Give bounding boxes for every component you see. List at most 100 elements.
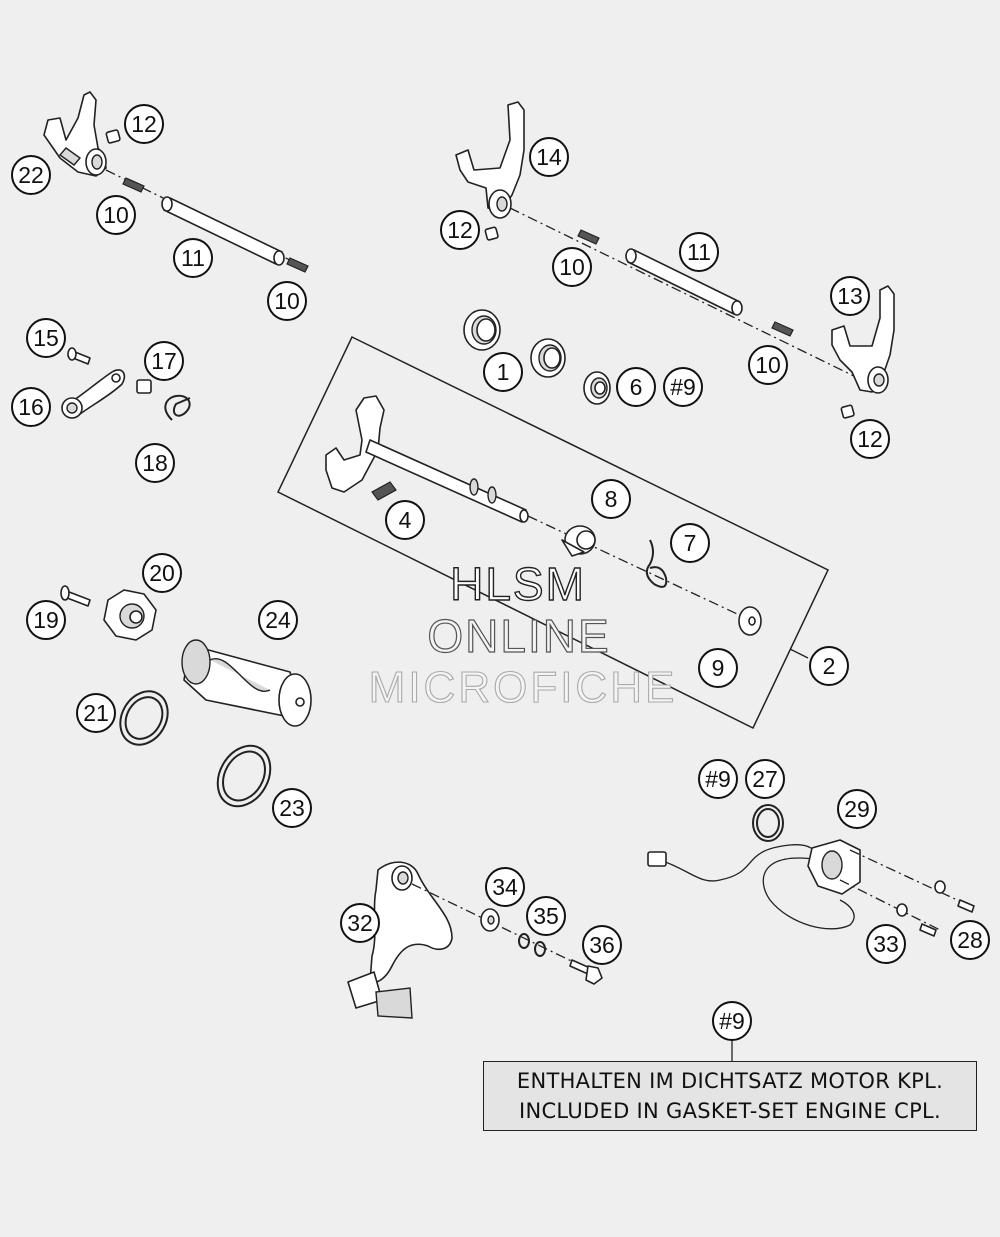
callout-8[interactable]: 8 xyxy=(591,479,631,519)
svg-text:12: 12 xyxy=(857,426,883,452)
svg-text:10: 10 xyxy=(559,254,585,280)
washer-9 xyxy=(738,606,762,636)
svg-text:14: 14 xyxy=(536,144,562,170)
svg-text:24: 24 xyxy=(265,607,291,633)
callout-35[interactable]: 35 xyxy=(526,896,566,936)
callout-32[interactable]: 32 xyxy=(340,903,380,943)
svg-text:12: 12 xyxy=(447,217,473,243)
callout-22[interactable]: 22 xyxy=(11,155,51,195)
callout-2[interactable]: 2 xyxy=(809,646,849,686)
callout-15[interactable]: 15 xyxy=(26,318,66,358)
svg-text:36: 36 xyxy=(589,932,615,958)
bolt-19 xyxy=(60,585,91,607)
svg-text:4: 4 xyxy=(399,507,412,533)
callout-9c[interactable]: #9 xyxy=(712,1001,752,1041)
watermark-line-2: ONLINE xyxy=(427,610,610,662)
washer-33b xyxy=(896,903,908,917)
svg-text:13: 13 xyxy=(837,283,863,309)
shift-shaft-2 xyxy=(325,395,529,523)
gear-position-sensor-29 xyxy=(647,839,861,930)
svg-text:8: 8 xyxy=(605,486,618,512)
gasket-set-note: ENTHALTEN IM DICHTSATZ MOTOR KPL. INCLUD… xyxy=(483,1061,977,1131)
svg-text:6: 6 xyxy=(630,374,643,400)
callout-9b[interactable]: #9 xyxy=(698,759,738,799)
callout-19[interactable]: 19 xyxy=(26,600,66,640)
spring-10a xyxy=(122,177,145,193)
o-ring-27 xyxy=(752,804,784,842)
spring-10c xyxy=(577,229,600,245)
svg-text:18: 18 xyxy=(142,450,168,476)
callout-6[interactable]: 6 xyxy=(616,367,656,407)
svg-text:22: 22 xyxy=(18,162,44,188)
callout-34[interactable]: 34 xyxy=(485,867,525,907)
callout-14[interactable]: 14 xyxy=(529,137,569,177)
callout-21[interactable]: 21 xyxy=(76,693,116,733)
callout-9[interactable]: 9 xyxy=(698,648,738,688)
callout-36[interactable]: 36 xyxy=(582,925,622,965)
callout-10d[interactable]: 10 xyxy=(748,345,788,385)
callout-11a[interactable]: 11 xyxy=(173,238,213,278)
washer-33a xyxy=(934,880,946,894)
svg-text:28: 28 xyxy=(957,927,983,953)
svg-text:35: 35 xyxy=(533,903,559,929)
callout-7[interactable]: 7 xyxy=(670,523,710,563)
svg-text:11: 11 xyxy=(181,245,205,271)
svg-text:7: 7 xyxy=(684,530,697,556)
callout-20[interactable]: 20 xyxy=(142,553,182,593)
svg-text:#9: #9 xyxy=(705,766,731,792)
svg-text:16: 16 xyxy=(18,394,44,420)
callout-11b[interactable]: 11 xyxy=(679,232,719,272)
callout-10c[interactable]: 10 xyxy=(552,247,592,287)
callout-10b[interactable]: 10 xyxy=(267,281,307,321)
svg-text:#9: #9 xyxy=(719,1008,745,1034)
callout-27[interactable]: 27 xyxy=(745,759,785,799)
svg-text:34: 34 xyxy=(492,874,518,900)
svg-text:9: 9 xyxy=(712,655,725,681)
callout-4[interactable]: 4 xyxy=(385,500,425,540)
washer-34 xyxy=(480,908,500,932)
screw-28a xyxy=(957,899,975,913)
callout-33[interactable]: 33 xyxy=(866,924,906,964)
callout-17[interactable]: 17 xyxy=(144,341,184,381)
callout-13[interactable]: 13 xyxy=(830,276,870,316)
callout-18[interactable]: 18 xyxy=(135,443,175,483)
svg-text:10: 10 xyxy=(274,288,300,314)
svg-text:17: 17 xyxy=(151,348,177,374)
shaft-seal-6 xyxy=(583,371,611,405)
shift-fork-14 xyxy=(455,101,525,219)
callout-16[interactable]: 16 xyxy=(11,387,51,427)
locking-lever-16 xyxy=(61,369,126,419)
callout-1[interactable]: 1 xyxy=(483,352,523,392)
bolt-36 xyxy=(569,959,603,985)
callout-12a[interactable]: 12 xyxy=(124,104,164,144)
pin-12a xyxy=(105,129,121,144)
svg-text:23: 23 xyxy=(279,795,305,821)
washer-35a xyxy=(518,933,530,949)
shift-fork-13 xyxy=(831,285,895,394)
bushing-17 xyxy=(136,379,152,394)
shift-lever-32 xyxy=(347,861,453,1019)
pin-12b xyxy=(484,226,499,241)
shift-drum-locating-20 xyxy=(103,589,157,641)
callout-29[interactable]: 29 xyxy=(837,789,877,829)
torsion-spring-7 xyxy=(645,539,668,588)
stop-washer-8 xyxy=(561,525,596,557)
callout-10a[interactable]: 10 xyxy=(96,195,136,235)
svg-text:#9: #9 xyxy=(670,374,696,400)
svg-text:10: 10 xyxy=(755,352,781,378)
screw-28b xyxy=(919,923,937,937)
callout-23[interactable]: 23 xyxy=(272,788,312,828)
note-line-english: INCLUDED IN GASKET-SET ENGINE CPL. xyxy=(518,1099,942,1123)
spring-10b xyxy=(286,257,309,273)
return-spring-4 xyxy=(371,481,397,501)
callout-24[interactable]: 24 xyxy=(258,600,298,640)
callout-28[interactable]: 28 xyxy=(950,920,990,960)
svg-text:15: 15 xyxy=(33,325,59,351)
callout-9a[interactable]: #9 xyxy=(663,367,703,407)
callout-12b[interactable]: 12 xyxy=(440,210,480,250)
svg-text:33: 33 xyxy=(873,931,899,957)
callout-12c[interactable]: 12 xyxy=(850,419,890,459)
svg-text:19: 19 xyxy=(33,607,59,633)
needle-bushing-1a xyxy=(463,309,501,351)
